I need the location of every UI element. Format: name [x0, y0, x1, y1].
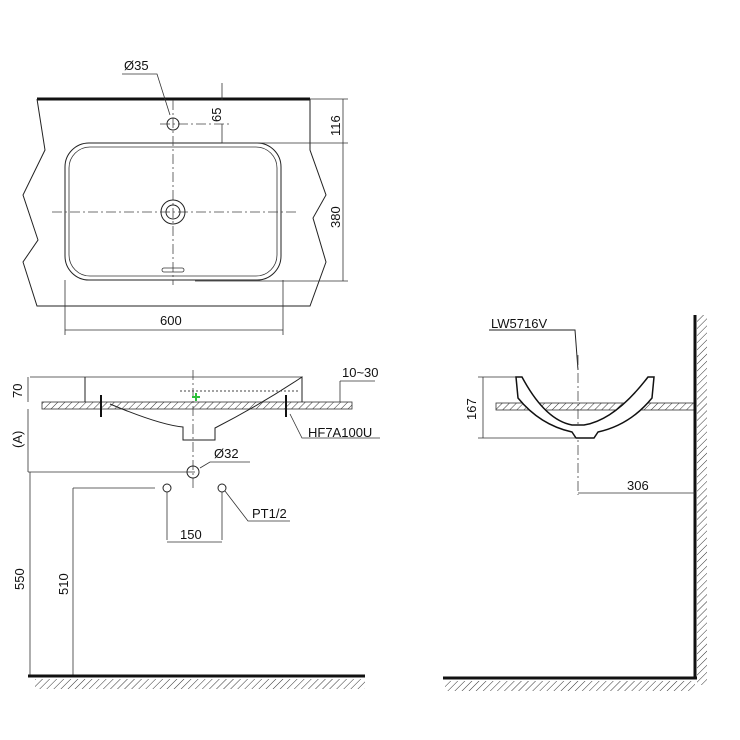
dim-wall-to-center: 306 — [627, 478, 649, 493]
drain-icon — [160, 199, 186, 225]
dim-width: 600 — [160, 313, 182, 328]
front-view — [27, 370, 380, 689]
dim-hole-offset: 65 — [209, 108, 224, 122]
label-fitting: HF7A100U — [308, 425, 372, 440]
dim-rim-to-bowl: 116 — [328, 115, 343, 136]
dim-floor-to-drain: 550 — [12, 568, 27, 590]
dim-floor-to-supply: 510 — [56, 573, 71, 595]
top-view — [22, 73, 348, 335]
dim-counter-thickness: 10~30 — [342, 365, 379, 380]
dim-above-counter: 70 — [10, 384, 25, 398]
dim-height: 167 — [464, 398, 479, 420]
dim-drain: Ø32 — [214, 446, 239, 461]
dim-supply-spacing: 150 — [180, 527, 202, 542]
dim-variable: (A) — [10, 431, 25, 448]
dim-bowl-depth: 380 — [328, 206, 343, 228]
model-label: LW5716V — [491, 316, 547, 331]
side-view — [443, 315, 707, 691]
label-supply: PT1/2 — [252, 506, 287, 521]
dim-faucet-hole: Ø35 — [124, 58, 149, 73]
faucet-hole-icon — [166, 117, 180, 131]
